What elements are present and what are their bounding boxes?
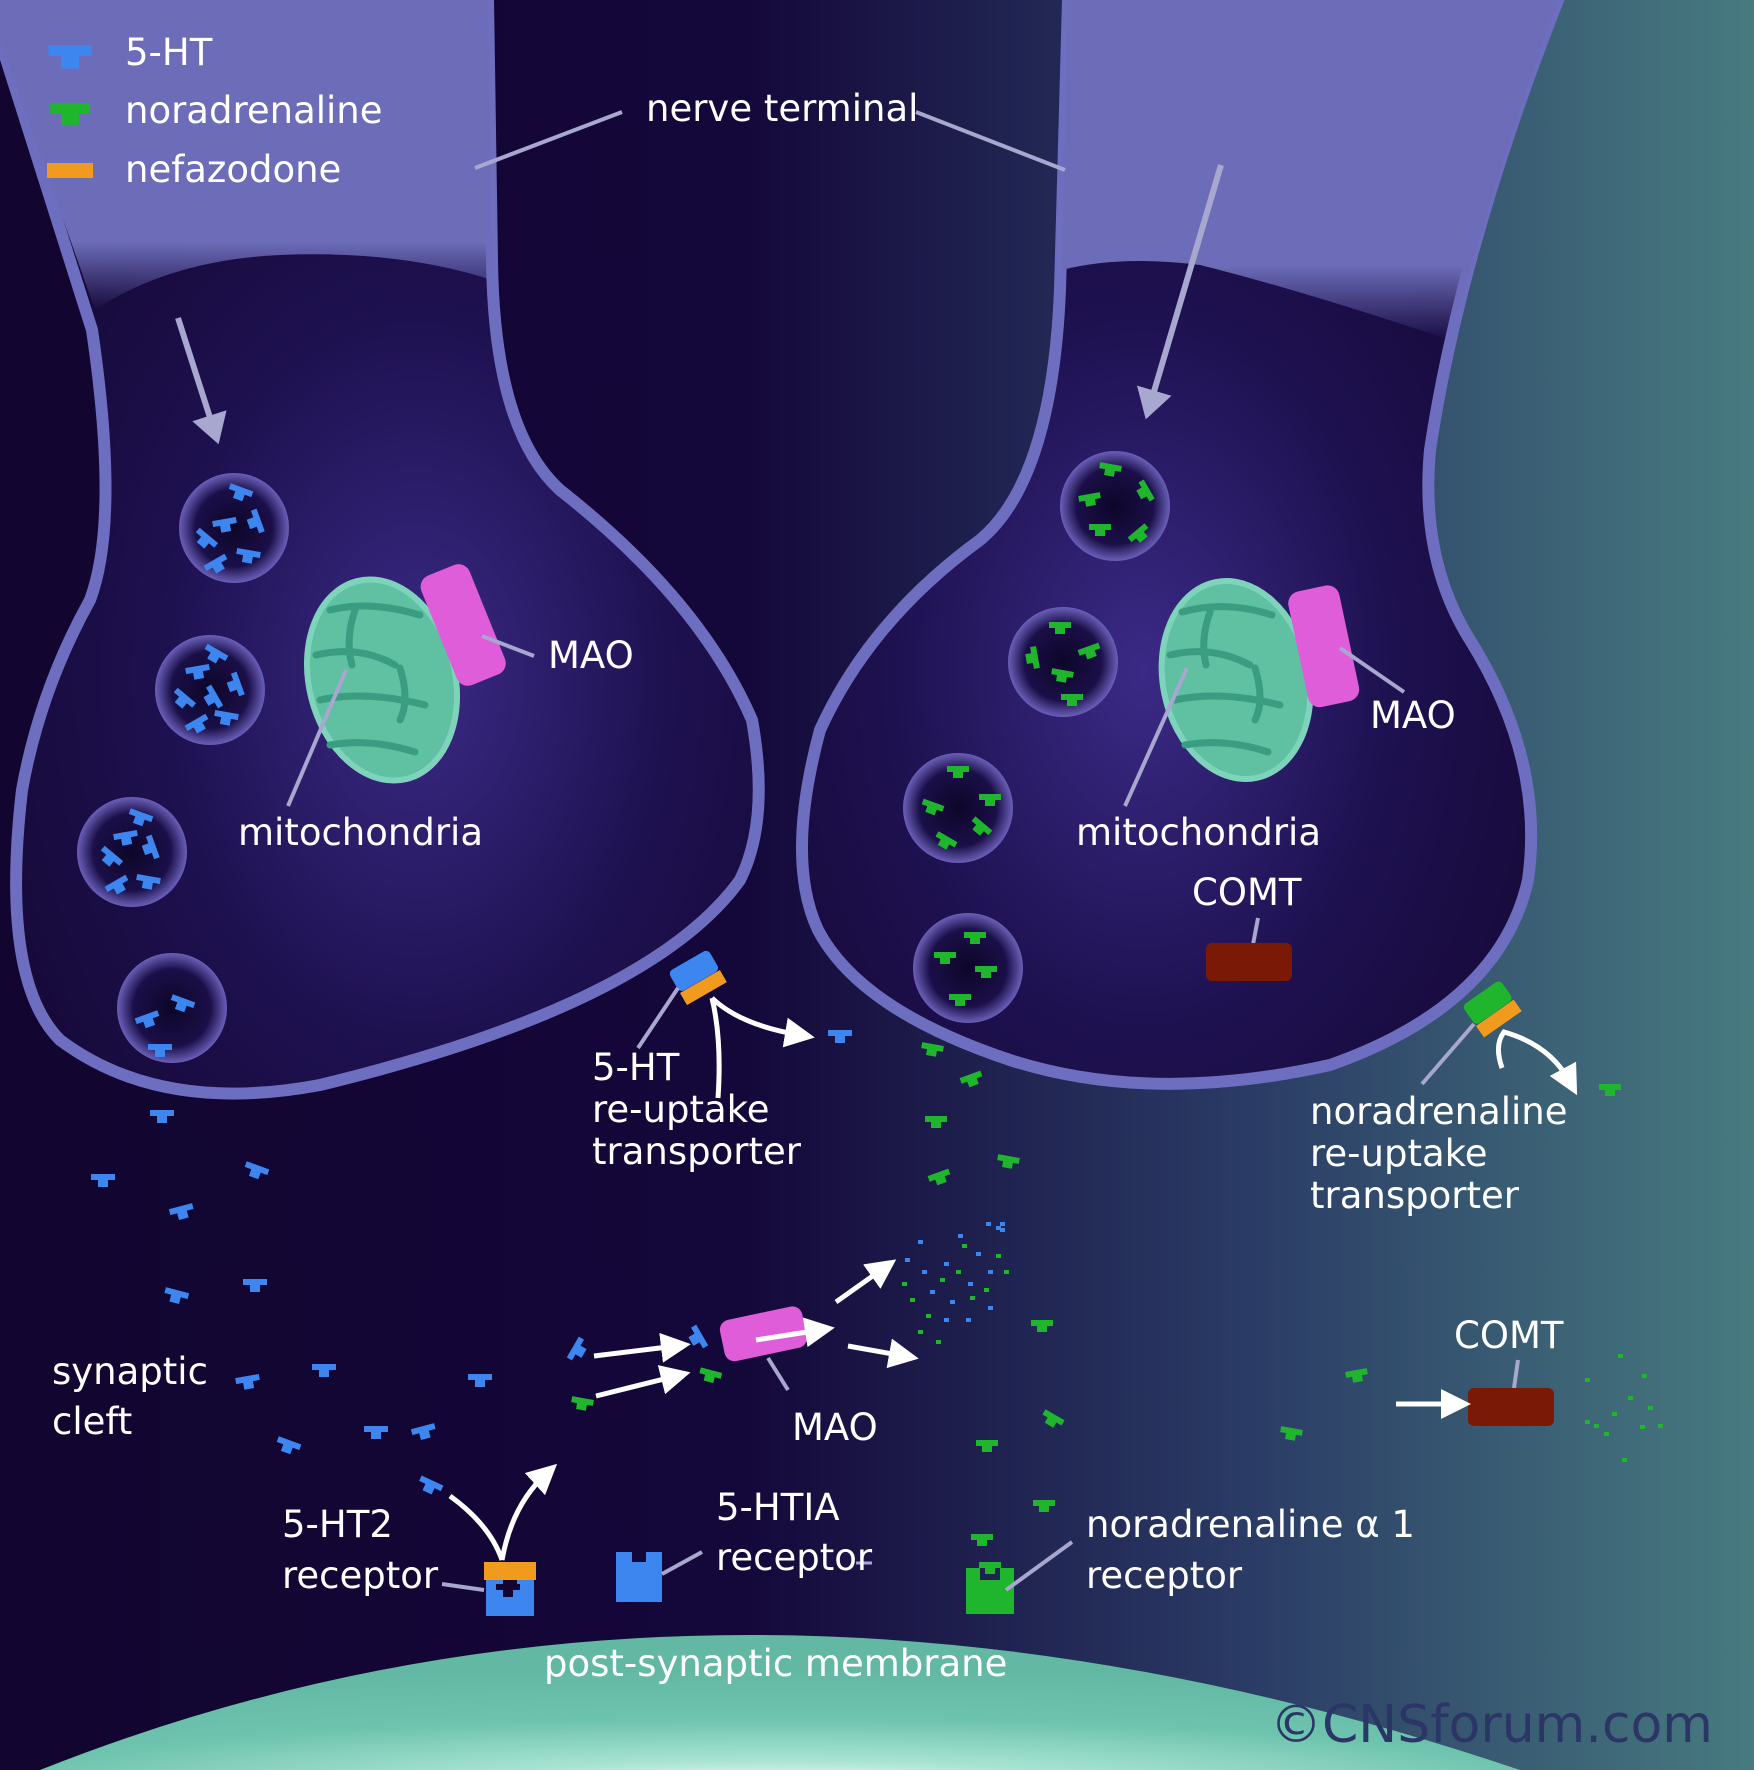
vesicle-docked — [913, 913, 1023, 1023]
mao-through-arrow — [755, 1317, 835, 1348]
ht2-arrow-in — [448, 1493, 505, 1561]
comt-enzyme-cleft — [1468, 1388, 1554, 1426]
mao-leader-left — [481, 634, 535, 658]
ht2-label-line1: 5-HT2 — [282, 1503, 393, 1546]
post-synaptic-membrane — [40, 1635, 1520, 1770]
to-mao-arrow-na — [595, 1365, 691, 1399]
na-transporter-label-line2: re-uptake — [1310, 1132, 1488, 1175]
nerve-terminal-leader-left — [474, 110, 623, 170]
ht-transporter-label-line2: re-uptake — [592, 1088, 770, 1131]
mao-leader-cleft — [766, 1356, 790, 1392]
watermark: ©CNSforum.com — [1270, 1695, 1713, 1755]
reuptake-arrow-tail — [709, 997, 722, 1099]
ht-transporter-leader — [636, 986, 680, 1050]
nefazodone-block-icon — [47, 163, 93, 178]
ht-reuptake-transporter — [669, 950, 727, 1006]
legend-label-nefazodone: nefazodone — [125, 148, 341, 191]
mito-label-left: mitochondria — [238, 811, 483, 854]
mao-enzyme-right — [1288, 585, 1360, 708]
na-receptor-label-line1: noradrenaline α 1 — [1086, 1503, 1415, 1546]
left-transport-arrow — [175, 317, 227, 445]
na-transporter-label-line3: transporter — [1310, 1174, 1520, 1217]
serotonin-vesicles — [77, 473, 289, 1063]
na-receptor-leader — [1004, 1540, 1074, 1592]
from-mao-arrow-up — [834, 1259, 897, 1305]
ht1a-receptor — [616, 1552, 662, 1602]
na-reuptake-arrow — [1496, 1029, 1578, 1096]
ht-reuptake-arrow — [710, 996, 815, 1048]
legend-label-5ht: 5-HT — [125, 31, 213, 74]
na-alpha1-receptor — [966, 1562, 1014, 1614]
na-transporter-leader — [1420, 1022, 1476, 1086]
noradrenaline-vesicles — [903, 451, 1170, 1023]
na-receptor-label-line2: receptor — [1086, 1554, 1243, 1597]
ht1a-leader — [661, 1550, 703, 1576]
mito-label-right: mitochondria — [1076, 811, 1321, 854]
vesicle — [903, 753, 1013, 863]
legend-label-noradrenaline: noradrenaline — [125, 89, 383, 132]
na-transporter-label: noradrenaline re-uptake transporter — [1310, 1090, 1568, 1217]
mao-leader-right — [1338, 646, 1406, 694]
synaptic-cleft-label-line2: cleft — [52, 1400, 132, 1443]
mito-leader-right — [1123, 667, 1189, 807]
mao-enzyme-left — [420, 564, 506, 686]
mao-label-left: MAO — [548, 634, 634, 677]
mao-label-cleft: MAO — [792, 1406, 878, 1449]
from-mao-arrow-right — [847, 1338, 919, 1369]
mao-metabolites — [902, 1222, 1009, 1344]
comt-metabolites — [1585, 1354, 1663, 1462]
ht-transporter-label-line3: transporter — [592, 1130, 802, 1173]
nerve-terminal-label: nerve terminal — [646, 87, 918, 130]
vesicle-docked — [117, 953, 227, 1063]
vesicle — [1060, 451, 1170, 561]
ht2-arrow-deflect — [499, 1463, 558, 1561]
ht-transporter-label: 5-HT re-uptake transporter — [592, 1046, 802, 1173]
legend: 5-HT noradrenaline nefazodone — [47, 31, 383, 191]
na-reuptake-transporter — [1463, 981, 1522, 1038]
na-transporter-label-line1: noradrenaline — [1310, 1090, 1568, 1133]
mao-label-right: MAO — [1370, 694, 1456, 737]
ht2-receptor — [484, 1562, 536, 1616]
comt-leader-cleft — [1512, 1359, 1520, 1389]
to-mao-arrow-ht — [593, 1332, 691, 1363]
nerve-terminal-leader-right — [915, 110, 1066, 172]
mao-enzyme-cleft — [719, 1306, 808, 1362]
ht1a-label-line2: receptor — [716, 1536, 873, 1579]
comt-label-terminal: COMT — [1192, 871, 1302, 914]
mitochondria-right — [1158, 578, 1314, 782]
vesicle — [155, 635, 265, 745]
ht2-leader — [441, 1582, 485, 1592]
vesicle — [179, 473, 289, 583]
right-transport-arrow — [1136, 164, 1224, 420]
ht1a-label-line1: 5-HTIA — [716, 1486, 840, 1529]
comt-label-cleft: COMT — [1454, 1314, 1564, 1357]
membrane-label: post-synaptic membrane — [544, 1642, 1007, 1685]
vesicle — [1008, 607, 1118, 717]
mito-leader-left — [286, 669, 348, 807]
comt-enzyme-terminal — [1206, 943, 1292, 981]
mitochondria-left — [303, 576, 461, 784]
vesicle — [77, 797, 187, 907]
ht2-label-line2: receptor — [282, 1554, 439, 1597]
ht-transporter-label-line1: 5-HT — [592, 1046, 680, 1089]
left-nerve-terminal — [0, 0, 765, 1100]
synaptic-cleft-label-line1: synaptic — [52, 1350, 208, 1393]
